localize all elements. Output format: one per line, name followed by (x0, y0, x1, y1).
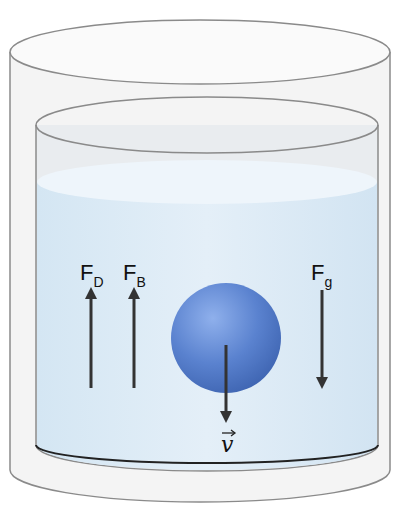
force-subscript: B (136, 275, 145, 289)
velocity-arrow (225, 345, 228, 417)
drag-arrow (90, 293, 93, 388)
beaker-bottom (36, 445, 378, 463)
velocity-symbol: v (221, 434, 233, 456)
buoyancy-arrow (133, 293, 136, 388)
force-subscript: g (324, 275, 332, 289)
force-symbol: F (123, 262, 136, 284)
liquid (37, 182, 377, 470)
beaker-rim (36, 97, 378, 153)
liquid-surface (37, 160, 377, 204)
outer-cylinder (10, 52, 390, 502)
gravity-arrow (321, 290, 324, 383)
force-symbol: F (80, 262, 93, 284)
force-subscript: D (93, 275, 103, 289)
beaker-wall (36, 125, 378, 471)
outer-rim (10, 20, 390, 84)
force-symbol: F (311, 262, 324, 284)
